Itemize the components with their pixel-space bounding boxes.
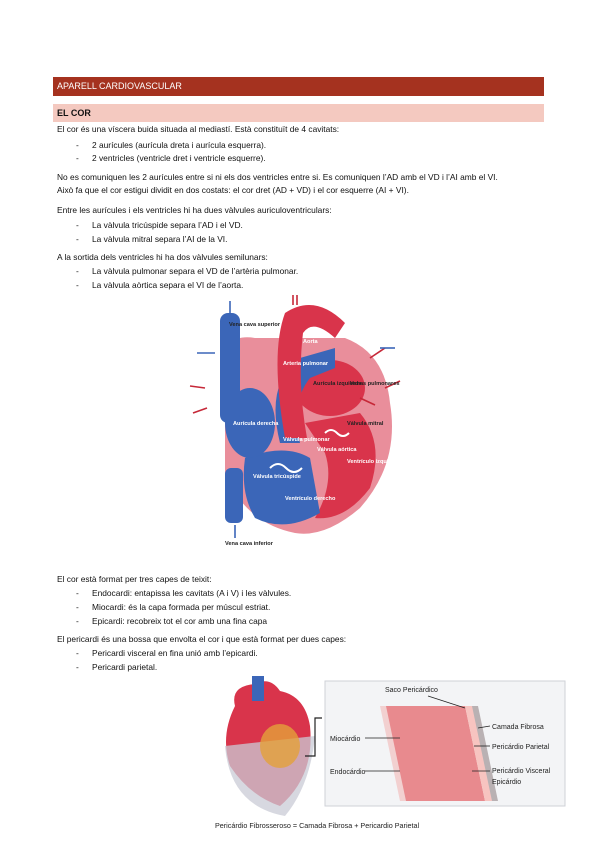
av-valve-item: La vàlvula tricúspide separa l’AD i el V… [92,220,243,230]
superior-vena-cava-shape [220,313,240,423]
cavity-item: 2 ventricles (ventricle dret i ventricle… [92,153,266,163]
inferior-vena-cava-shape [225,468,243,523]
coronary-fat-illustration [260,724,300,768]
left-ventricle-shape [305,413,376,519]
list-item: -La vàlvula pulmonar separa el VD de l’a… [76,266,299,276]
communication-line-1: No es comuniquen les 2 aurícules entre s… [57,172,498,182]
subsection-title-bar: EL COR [53,104,544,122]
fibrous-layer [472,706,498,801]
pericardium-intro: El pericardi és una bossa que envolta el… [57,634,347,644]
blue-arrows [197,301,395,538]
av-valves-intro: Entre les aurícules i els ventricles hi … [57,205,332,215]
mitral-valve-shape [324,429,350,437]
sl-valve-item: La vàlvula aòrtica separa el VI de l’aor… [92,280,244,290]
right-ventricle-shape [243,450,320,525]
label-aorta: Aorta [303,339,318,345]
label-ventriculo-izquierdo: Ventrículo izquierdo [347,459,401,465]
list-item: -La vàlvula aòrtica separa el VI de l’ao… [76,280,244,290]
sl-valve-item: La vàlvula pulmonar separa el VD de l’ar… [92,266,299,276]
list-item: -2 aurícules (aurícula dreta i aurícula … [76,140,267,150]
red-arrows [189,295,401,414]
list-item: -Miocardi: és la capa formada per múscul… [76,602,271,612]
aorta-shape [277,305,345,438]
pericardium-item: Pericardi visceral en fina unió amb l’ep… [92,648,258,658]
label-ventriculo-derecho: Ventrículo derecho [285,496,336,502]
layer-item: Endocardi: entapissa les cavitats (A i V… [92,588,292,598]
label-auricula-izquierda: Aurícula izquierda [313,381,362,387]
label-miocardio: Miocárdio [330,736,360,743]
pericardium-caption: Pericárdio Fibrosseroso = Camada Fibrosa… [215,821,420,830]
label-valvula-tricuspide: Válvula tricúspide [253,474,301,480]
list-item: -Endocardi: entapissa les cavitats (A i … [76,588,292,598]
label-valvula-aortica: Válvula aórtica [317,447,357,453]
tricuspid-valve-shape [269,463,303,473]
label-arteria-pulmonar: Arteria pulmonar [283,361,329,367]
layer-item: Miocardi: és la capa formada per múscul … [92,602,271,612]
label-pericardio-parietal: Pericárdio Parietal [492,744,550,751]
label-auricula-derecha: Aurícula derecha [233,421,279,427]
heart-diagram: Vena cava superior Aorta Arteria pulmona… [189,295,401,547]
cavity-item: 2 aurícules (aurícula dreta i aurícula e… [92,140,267,150]
list-item: -La vàlvula mitral separa l’AI de la VI. [76,234,228,244]
intro-paragraph: El cor és una víscera buida situada al m… [57,124,340,134]
subsection-title: EL COR [57,108,91,118]
label-venas-pulmonares: Venas pulmonares [350,381,399,387]
list-item: -Epicardi: recobreix tot el cor amb una … [76,616,268,626]
label-vena-cava-inferior: Vena cava inferior [225,541,274,547]
label-camada-fibrosa: Camada Fibrosa [492,724,544,731]
label-endocardio: Endocárdio [330,769,366,776]
pericardium-diagram: Saco Pericárdico Camada Fibrosa Pericárd… [215,676,566,830]
label-pericardio-visceral: Pericárdio Visceral [492,768,551,775]
list-item: -2 ventricles (ventricle dret i ventricl… [76,153,266,163]
vein-illustration [252,676,264,701]
label-valvula-mitral: Válvula mitral [347,421,384,427]
label-saco-pericardico: Saco Pericárdico [385,687,438,694]
pericardium-item: Pericardi parietal. [92,662,158,672]
label-epicardio: Epicárdio [492,779,521,786]
myocardium-layer [385,706,485,801]
label-valvula-pulmonar: Válvula pulmonar [283,437,330,443]
sl-valves-intro: A la sortida dels ventricles hi ha dos v… [57,252,268,262]
list-item: -Pericardi parietal. [76,662,158,672]
communication-line-2: Això fa que el cor estigui dividit en do… [57,185,409,195]
list-item: -Pericardi visceral en fina unió amb l’e… [76,648,258,658]
label-vena-cava-superior: Vena cava superior [229,322,281,328]
section-title: APARELL CARDIOVASCULAR [57,81,182,91]
section-title-bar: APARELL CARDIOVASCULAR [53,77,544,96]
endocardium-layer [380,706,406,801]
layer-item: Epicardi: recobreix tot el cor amb una f… [92,616,268,626]
av-valve-item: La vàlvula mitral separa l’AI de la VI. [92,234,228,244]
list-item: -La vàlvula tricúspide separa l’AD i el … [76,220,243,230]
layers-intro: El cor està format per tres capes de tei… [57,574,212,584]
callout-line [305,717,322,757]
